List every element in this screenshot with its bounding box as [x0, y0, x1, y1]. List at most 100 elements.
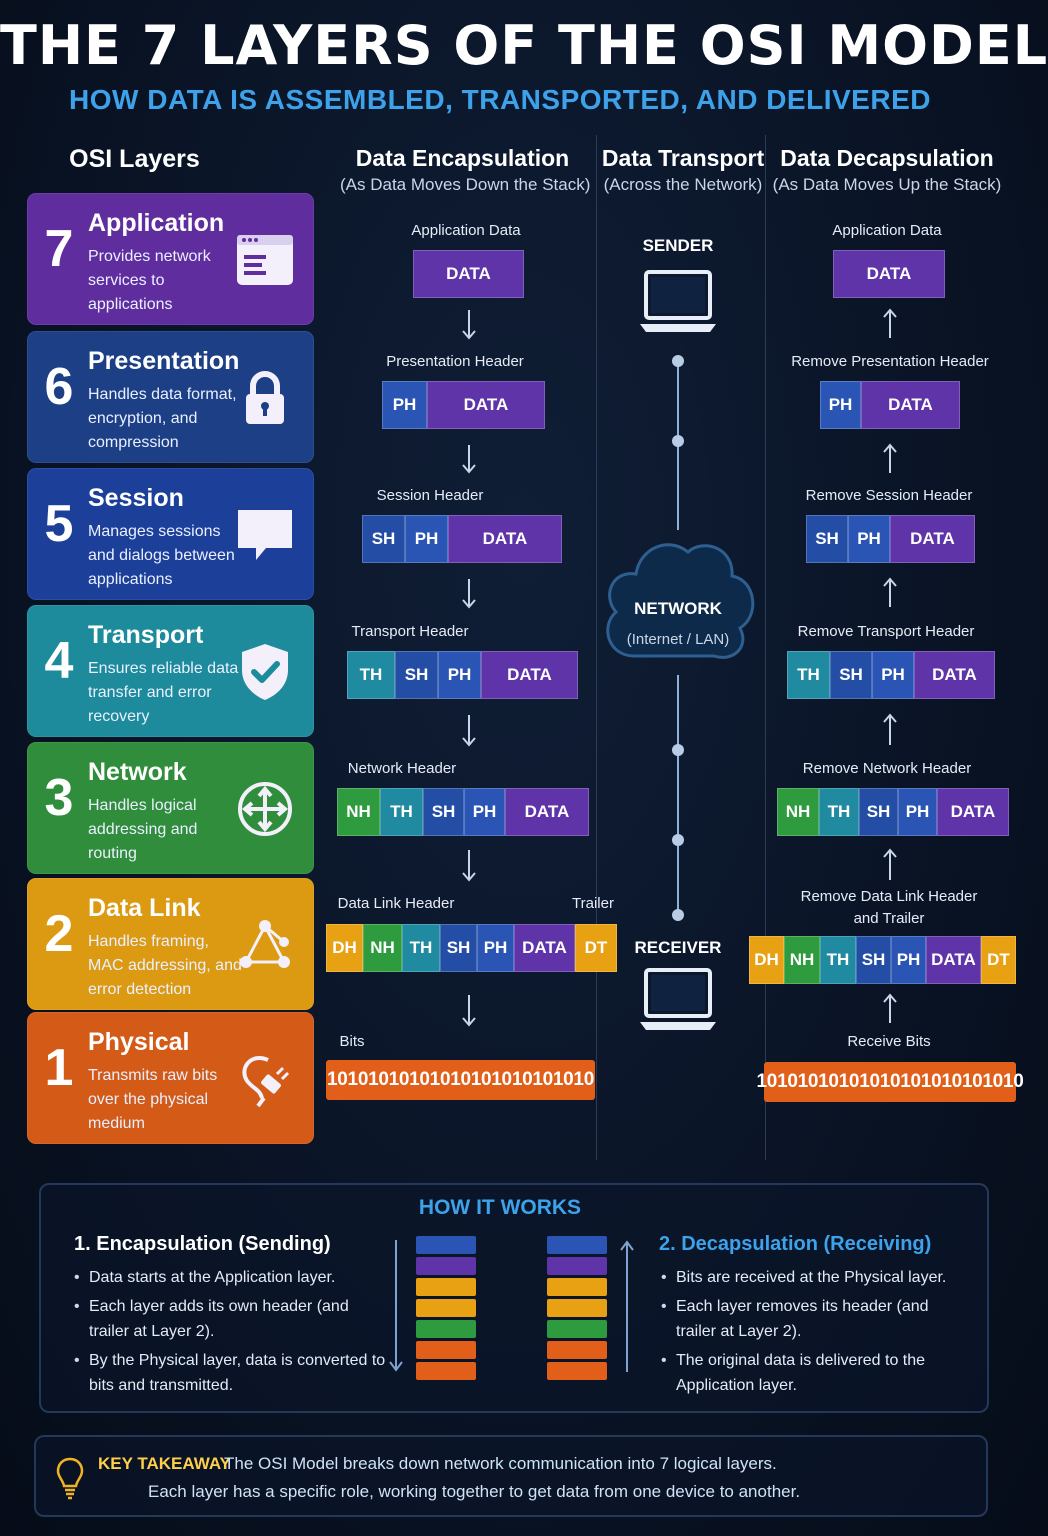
- encap-pdu-session: SH PH DATA: [362, 515, 562, 563]
- transport-subheading: (Across the Network): [603, 175, 763, 194]
- stack-bar: [547, 1299, 607, 1317]
- decap-label-data-link-line2: and Trailer: [853, 910, 925, 927]
- path-node: [672, 834, 684, 846]
- key-takeaway-line-1: The OSI Model breaks down network commun…: [224, 1454, 777, 1473]
- key-takeaway-panel: [34, 1435, 988, 1517]
- segment-data: DATA: [926, 936, 981, 984]
- layer-card-session: 5 Session Manages sessions and dialogs b…: [27, 468, 314, 600]
- up-arrow-icon: [883, 308, 897, 338]
- encap-label-network: Network Header: [347, 760, 457, 777]
- down-arrow-icon: [462, 715, 476, 747]
- segment-ph: PH: [848, 515, 890, 563]
- decap-pdu-presentation: PH DATA: [820, 381, 960, 429]
- decap-label-session: Remove Session Header: [805, 487, 973, 504]
- segment-data: DATA: [413, 250, 524, 298]
- stack-bar: [416, 1362, 476, 1380]
- layer-description: Manages sessions and dialogs between app…: [88, 523, 235, 588]
- layer-name: Network: [88, 758, 187, 786]
- layer-description: Handles data format, encryption, and com…: [88, 386, 237, 451]
- layer-name: Session: [88, 484, 184, 512]
- layer-number: 2: [44, 905, 74, 963]
- segment-data: DATA: [427, 381, 545, 429]
- layer-number: 1: [44, 1039, 74, 1097]
- segment-data: DATA: [914, 651, 995, 699]
- layer-description: Ensures reliable data transfer and error…: [88, 660, 239, 725]
- up-arrow-icon: [883, 848, 897, 880]
- sender-laptop-icon: [640, 270, 716, 332]
- stack-bar: [547, 1278, 607, 1296]
- list-item: Bits are received at the Physical layer.: [661, 1265, 961, 1290]
- segment-dt: DT: [981, 936, 1016, 984]
- decap-label-transport: Remove Transport Header: [797, 623, 975, 640]
- decap-label-application: Application Data: [832, 222, 942, 239]
- segment-th: TH: [380, 788, 423, 836]
- encap-pdu-network: NH TH SH PH DATA: [337, 788, 589, 836]
- up-arrow-icon: [620, 1240, 634, 1372]
- down-arrow-icon: [462, 310, 476, 340]
- segment-sh: SH: [859, 788, 898, 836]
- osi-layers-heading: OSI Layers: [69, 145, 200, 173]
- layer-name: Application: [88, 209, 225, 237]
- up-arrow-icon: [883, 443, 897, 473]
- page-title: THE 7 LAYERS OF THE OSI MODEL: [0, 14, 1048, 77]
- shield-check-icon: [242, 644, 288, 700]
- layer-number: 6: [44, 358, 74, 416]
- router-icon: [238, 782, 292, 836]
- lightbulb-icon: [56, 1457, 84, 1500]
- down-arrow-icon: [389, 1240, 403, 1372]
- segment-data: DATA: [890, 515, 975, 563]
- segment-th: TH: [820, 936, 856, 984]
- encap-label-application: Application Data: [411, 222, 521, 239]
- up-arrow-icon: [883, 713, 897, 745]
- decap-pdu-application: DATA: [833, 250, 945, 298]
- stack-bar: [416, 1278, 476, 1296]
- segment-nh: NH: [784, 936, 820, 984]
- key-takeaway-line-2: Each layer has a specific role, working …: [148, 1482, 801, 1501]
- encap-stack-graphic: [416, 1236, 478, 1380]
- segment-dh: DH: [326, 924, 363, 972]
- layer-description: Handles logical addressing and routing: [88, 797, 198, 862]
- decapsulation-summary-heading: 2. Decapsulation (Receiving): [659, 1233, 932, 1255]
- decap-label-data-link: Remove Data Link Header: [800, 888, 978, 905]
- layer-card-transport: 4 Transport Ensures reliable data transf…: [27, 605, 314, 737]
- segment-ph: PH: [464, 788, 505, 836]
- down-arrow-icon: [462, 850, 476, 882]
- segment-sh: SH: [830, 651, 872, 699]
- segment-nh: NH: [363, 924, 402, 972]
- layer-card-network: 3 Network Handles logical addressing and…: [27, 742, 314, 874]
- path-node: [672, 744, 684, 756]
- decapsulation-subheading: (As Data Moves Up the Stack): [772, 175, 1002, 194]
- path-node: [672, 909, 684, 921]
- encap-pdu-data-link: DH NH TH SH PH DATA DT: [326, 924, 617, 972]
- segment-dt: DT: [575, 924, 617, 972]
- layer-name: Presentation: [88, 347, 240, 375]
- segment-th: TH: [347, 651, 395, 699]
- encap-label-transport: Transport Header: [351, 623, 469, 640]
- network-path-line: [672, 355, 684, 921]
- segment-ph: PH: [898, 788, 937, 836]
- layer-name: Physical: [88, 1028, 190, 1056]
- up-arrow-icon: [883, 993, 897, 1023]
- decap-pdu-network: NH TH SH PH DATA: [777, 788, 1009, 836]
- list-item: Each layer removes its header (and trail…: [661, 1294, 961, 1344]
- encap-pdu-application: DATA: [413, 250, 524, 298]
- list-item: Each layer adds its own header (and trai…: [74, 1294, 390, 1344]
- layer-number: 5: [44, 495, 74, 553]
- stack-bar: [547, 1236, 607, 1254]
- layer-number: 4: [44, 632, 74, 690]
- list-item: The original data is delivered to the Ap…: [661, 1348, 961, 1398]
- down-arrow-icon: [462, 995, 476, 1027]
- decap-pdu-transport: TH SH PH DATA: [787, 651, 995, 699]
- segment-data: DATA: [448, 515, 562, 563]
- path-node: [672, 435, 684, 447]
- sender-label: SENDER: [642, 236, 714, 255]
- segment-sh: SH: [856, 936, 891, 984]
- segment-data: DATA: [861, 381, 960, 429]
- cloud-icon: [606, 543, 755, 659]
- encap-bits-stream: 10101010101010101010101010: [326, 1060, 595, 1100]
- stack-bar: [547, 1362, 607, 1380]
- layer-name: Transport: [88, 621, 204, 649]
- nodes-triangle-icon: [240, 920, 290, 968]
- list-item: By the Physical layer, data is converted…: [74, 1348, 390, 1398]
- network-label: NETWORK: [634, 599, 722, 618]
